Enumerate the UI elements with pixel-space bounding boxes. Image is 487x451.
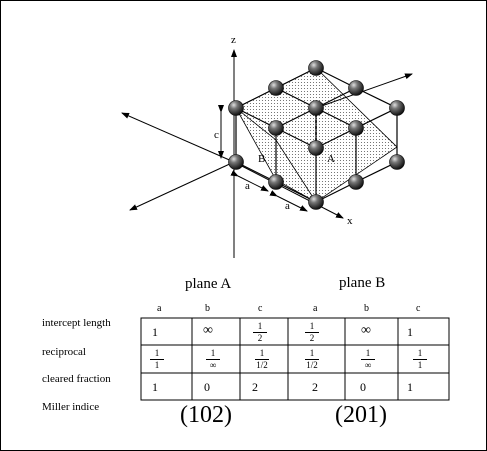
- table-cell: 2: [312, 380, 318, 394]
- atom: [348, 80, 364, 96]
- a-dimension-arrow: [269, 190, 308, 212]
- atom: [268, 80, 284, 96]
- col-header: b: [364, 303, 369, 314]
- row-label-intercept: intercept length: [42, 317, 111, 329]
- atom: [389, 100, 405, 116]
- miller-index-plane-a: (102): [180, 402, 232, 428]
- axis-lower-left: [129, 161, 235, 211]
- atom: [228, 100, 244, 116]
- a-dimension-label: a: [285, 200, 290, 212]
- plane-b-title: plane B: [339, 275, 386, 291]
- table-cell-fraction: 1∞: [206, 349, 220, 370]
- table-cell: ∞: [361, 323, 371, 338]
- table-cell: ∞: [203, 323, 213, 338]
- table-cell: 0: [204, 380, 210, 394]
- lattice-atoms: [228, 60, 405, 210]
- table-cell: 1: [407, 325, 413, 339]
- atom: [348, 120, 364, 136]
- atom: [228, 154, 244, 170]
- col-header: c: [258, 303, 263, 314]
- table-cell-fraction: 1∞: [361, 349, 375, 370]
- table-cell: 1: [152, 380, 158, 394]
- row-label-reciprocal: reciprocal: [42, 346, 86, 358]
- row-label-miller: Miller indice: [42, 401, 100, 413]
- col-header: c: [416, 303, 421, 314]
- axis-upper-left: [121, 112, 235, 163]
- table-cell: 0: [360, 380, 366, 394]
- atom: [308, 60, 324, 76]
- plane-a-title: plane A: [185, 276, 232, 292]
- x-axis-label: x: [347, 215, 353, 227]
- z-axis-label: z: [231, 34, 236, 46]
- atom: [308, 100, 324, 116]
- atom: [308, 194, 324, 210]
- col-header: a: [157, 303, 162, 314]
- col-header: b: [205, 303, 210, 314]
- table-cell: 1: [152, 325, 158, 339]
- atom: [389, 154, 405, 170]
- c-dimension-label: c: [214, 129, 219, 141]
- row-label-cleared: cleared fraction: [42, 373, 111, 385]
- a-dimension-label: a: [245, 180, 250, 192]
- miller-index-plane-b: (201): [335, 402, 387, 428]
- a-dimension-arrow: [230, 170, 269, 192]
- plane-a-label: A: [327, 153, 335, 165]
- atom: [348, 174, 364, 190]
- table-cell: 1: [407, 380, 413, 394]
- table-cell: 2: [252, 380, 258, 394]
- atom: [268, 120, 284, 136]
- col-header: a: [313, 303, 318, 314]
- axis-upper-right: [315, 73, 413, 109]
- atom: [308, 140, 324, 156]
- table-grid: [140, 317, 450, 401]
- plane-b-label: B: [258, 153, 265, 165]
- atom: [268, 174, 284, 190]
